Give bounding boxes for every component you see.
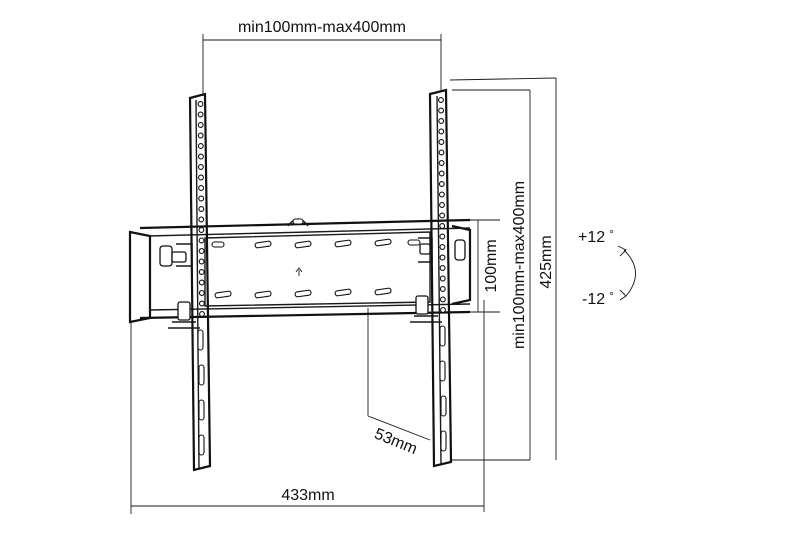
total-width-label: 433mm [281, 487, 334, 504]
arm-hole [439, 223, 446, 229]
arm-hole [439, 244, 446, 250]
arm-hole [198, 206, 205, 212]
dimension-total-width: 433mm [130, 300, 485, 514]
tilt-knob-right [418, 237, 466, 263]
arm-hole [197, 164, 204, 170]
arm-hole [198, 300, 205, 307]
dimension-right-height: min100mm-max400mm [511, 181, 528, 349]
arm-hole [198, 185, 205, 191]
depth-label: 53mm [372, 426, 420, 458]
arm-hole [440, 307, 446, 313]
top-hook [287, 218, 309, 227]
arm-holes-right [438, 97, 446, 313]
arm-hole [198, 216, 205, 223]
arm-hole [198, 227, 205, 233]
arm-hole [199, 311, 205, 317]
vertical-arm-left [188, 92, 212, 472]
up-arrow-icon [295, 267, 303, 276]
dimension-depth: 53mm [367, 308, 431, 458]
plate-slots [211, 238, 421, 299]
tilt-knob-left [159, 243, 193, 267]
arm-hole [198, 290, 205, 296]
arm-hole [438, 139, 445, 145]
arm-hole [439, 275, 446, 282]
arm-hole [438, 149, 445, 156]
arm-slots-right [439, 325, 447, 452]
arm-hole [198, 258, 205, 265]
arm-hole [197, 143, 204, 149]
arm-hole [198, 174, 204, 181]
arm-holes-left [197, 101, 205, 317]
arm-hole [439, 254, 446, 261]
arm-slots-left [197, 329, 205, 456]
right-height-label: min100mm-max400mm [511, 181, 528, 349]
arm-hole [439, 265, 446, 271]
arm-hole [439, 286, 446, 292]
arm-hole [438, 170, 445, 177]
arm-hole [197, 153, 204, 160]
arm-hole [438, 107, 445, 114]
arm-hole [438, 160, 445, 166]
dimension-inner-height: 100mm [470, 219, 500, 313]
wall-plate [128, 218, 472, 329]
arm-hole [198, 248, 205, 254]
arm-hole [197, 111, 204, 118]
arm-hole [439, 296, 446, 303]
arm-hole [198, 279, 205, 286]
arm-hole [197, 122, 204, 128]
tilt-up-label: +12° [578, 227, 614, 246]
arm-hole [197, 101, 204, 107]
arm-hole [198, 269, 205, 275]
bottom-bolts [168, 295, 442, 329]
arm-hole [198, 195, 205, 202]
vertical-arm-right [428, 88, 453, 468]
arm-hole [438, 118, 445, 124]
arm-hole [439, 202, 445, 208]
arm-hole [197, 132, 204, 139]
total-height-label: 425mm [538, 235, 555, 288]
dimension-top-width: min100mm-max400mm [202, 19, 442, 96]
arm-hole [438, 191, 445, 198]
tilt-down-label: -12° [582, 289, 614, 308]
arm-hole [439, 233, 446, 240]
arm-hole [438, 128, 445, 135]
tilt-indicator: +12° -12° [578, 227, 636, 308]
arm-hole [198, 237, 205, 244]
top-width-label: min100mm-max400mm [238, 19, 406, 36]
dimension-total-height: 425mm [449, 77, 557, 461]
arm-hole [438, 181, 445, 187]
arm-hole [438, 97, 444, 103]
arm-hole [439, 212, 446, 219]
inner-height-label: 100mm [483, 239, 500, 292]
